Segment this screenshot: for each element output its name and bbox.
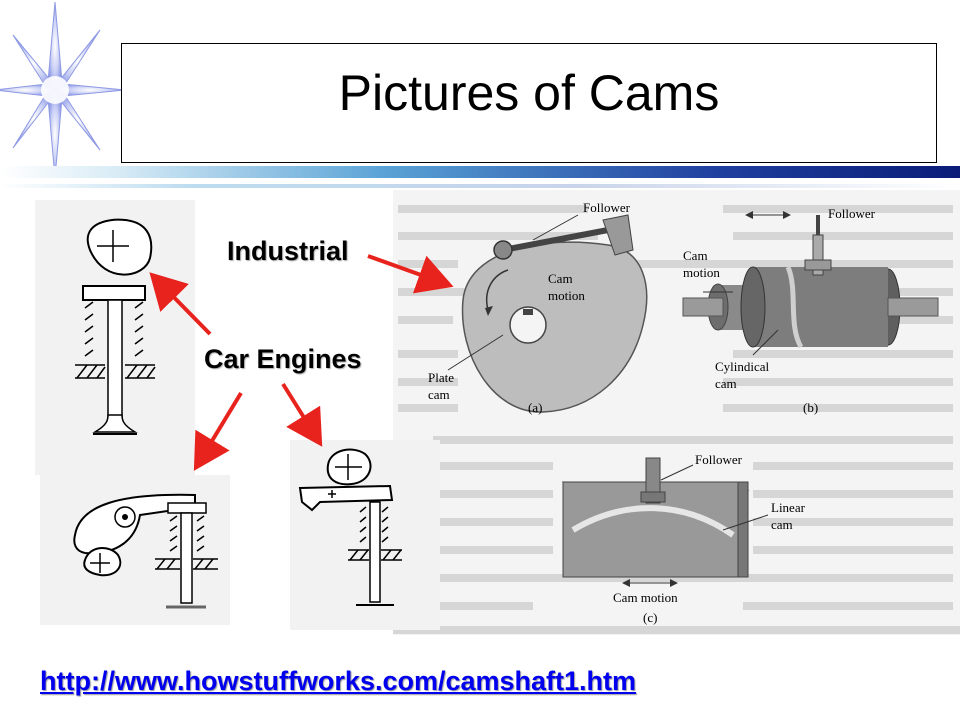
- label-cylindrical-cam-2: cam: [715, 376, 737, 391]
- label-plate-cam-1: Plate: [428, 370, 454, 385]
- plate-cam-diagram-a: [447, 214, 648, 413]
- valve-cam-diagram-left: [75, 218, 156, 435]
- label-car-engines: Car Engines: [204, 344, 362, 374]
- label-cam-motion-b-1: Cam: [683, 248, 708, 263]
- label-follower-b: Follower: [828, 206, 876, 221]
- engine-cam-panel-left: [35, 200, 195, 475]
- label-linear-cam-1: Linear: [771, 500, 806, 515]
- label-cam-motion-a-1: Cam: [548, 271, 573, 286]
- engine-cam-panel-bottom-right: [290, 440, 440, 630]
- linear-cam-diagram-c: [561, 457, 769, 587]
- header-gradient-bar: [0, 166, 960, 178]
- label-cylindrical-cam-1: Cylindical: [715, 359, 770, 374]
- label-follower-c: Follower: [695, 452, 743, 467]
- caption-c: (c): [643, 610, 657, 625]
- label-cam-motion-a-2: motion: [548, 288, 585, 303]
- howstuffworks-link[interactable]: http://www.howstuffworks.com/camshaft1.h…: [40, 666, 637, 696]
- slide-title: Pictures of Cams: [338, 65, 720, 121]
- caption-b: (b): [803, 400, 818, 415]
- industrial-cams-figure: Follower Cam motion Plate cam (a) Follow…: [393, 190, 960, 635]
- overhead-cam-diagram: [298, 448, 402, 606]
- title-box: Pictures of Cams: [121, 43, 937, 163]
- rocker-arm-cam-diagram: [73, 493, 218, 609]
- label-cam-motion-b-2: motion: [683, 265, 720, 280]
- label-industrial: Industrial: [227, 236, 349, 266]
- label-plate-cam-2: cam: [428, 387, 450, 402]
- cylindrical-cam-diagram-b: [682, 211, 939, 356]
- header-thin-bar: [0, 184, 960, 188]
- arrow-to-bottom-left-engine: [193, 391, 243, 471]
- label-follower-a: Follower: [583, 200, 631, 215]
- label-linear-cam-2: cam: [771, 517, 793, 532]
- engine-cam-panel-bottom-left: [40, 475, 230, 625]
- starburst-decoration-icon: [0, 1, 126, 175]
- label-cam-motion-c: Cam motion: [613, 590, 678, 605]
- arrow-to-bottom-right-engine: [281, 382, 323, 447]
- caption-a: (a): [528, 400, 542, 415]
